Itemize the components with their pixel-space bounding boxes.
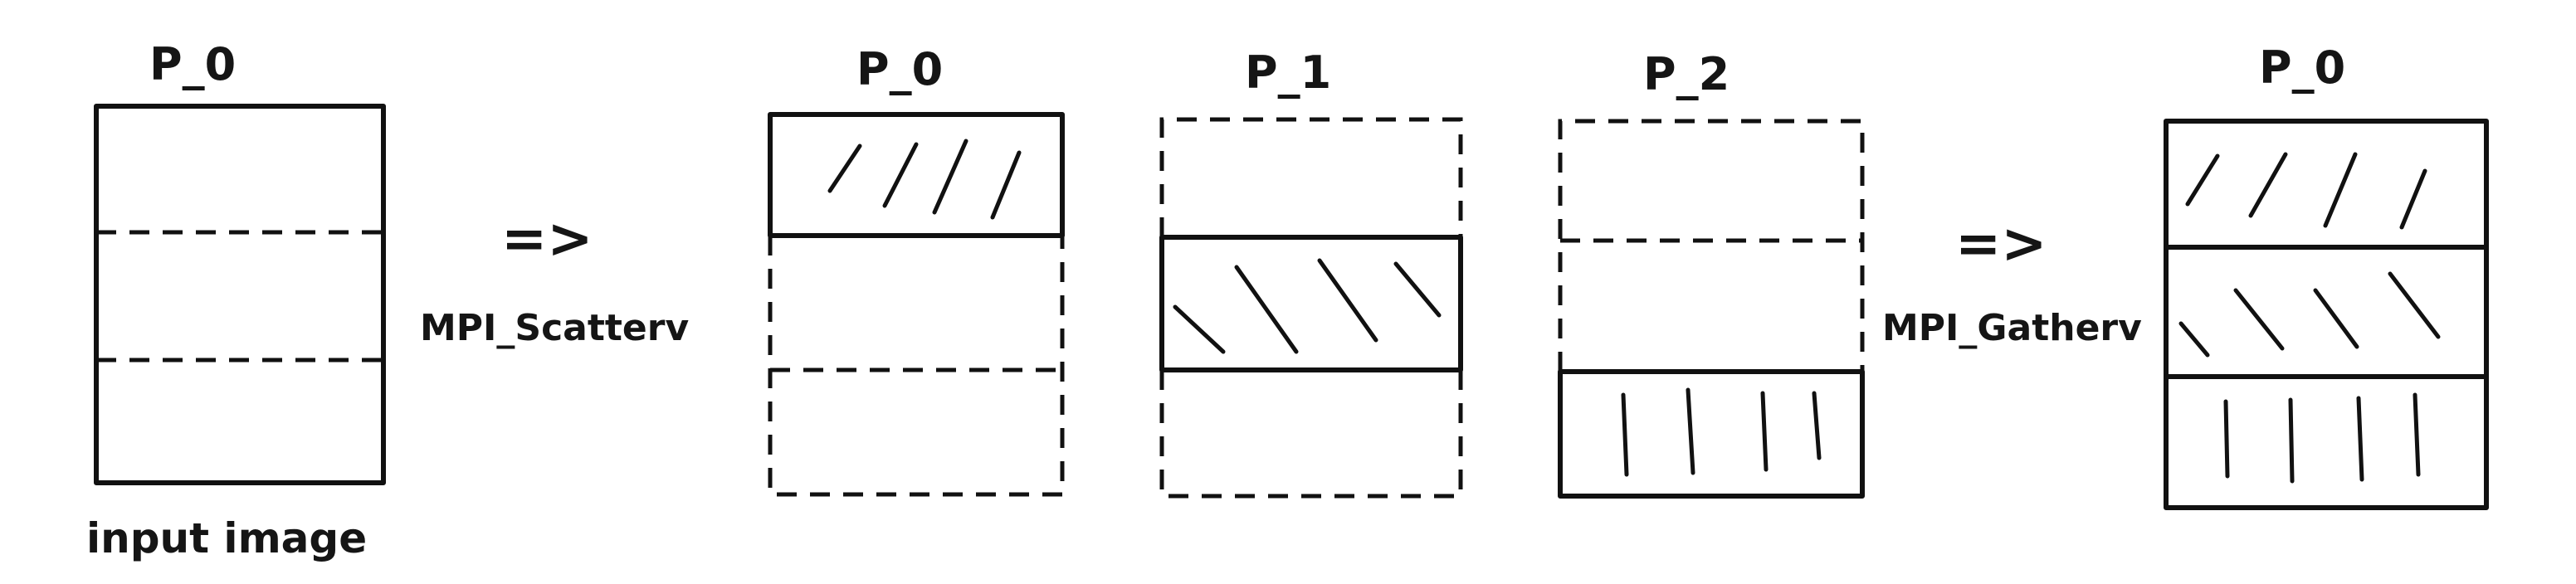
- p1-empty-top: [1159, 117, 1463, 237]
- p2-hatch-4: [1812, 391, 1822, 460]
- p2-owned-chunk: [1558, 369, 1865, 499]
- scatter-arrow: =>: [501, 207, 593, 270]
- scatter-process-p0: P_0: [768, 43, 1065, 497]
- scatter-p0-label: P_0: [856, 43, 943, 95]
- gather-operation-label: MPI_Gatherv: [1882, 307, 2142, 349]
- gathered-hatch-a2: [2248, 152, 2288, 218]
- scatter-p2-label: P_2: [1643, 48, 1730, 100]
- input-process-label: P_0: [149, 38, 236, 90]
- p1-hatch-4: [1393, 261, 1442, 318]
- scatter-operation: => MPI_Scatterv: [420, 207, 689, 349]
- gathered-hatch-c3: [2356, 396, 2364, 482]
- p2-hatch-1: [1621, 392, 1629, 477]
- p1-owned-chunk: [1159, 235, 1463, 372]
- input-image-caption: input image: [86, 514, 367, 562]
- p1-hatch-2: [1234, 265, 1299, 354]
- gathered-hatch-b2: [2233, 288, 2285, 351]
- scatter-process-p1: P_1: [1159, 46, 1463, 499]
- gathered-process-p0: P_0: [2164, 41, 2489, 510]
- p1-hatch-1: [1173, 304, 1226, 354]
- p2-empty-region: [1558, 119, 1865, 372]
- gathered-hatch-c2: [2288, 397, 2295, 484]
- input-image-outline: [94, 104, 386, 485]
- p0-hatch-2: [882, 142, 919, 208]
- gathered-hatch-b3: [2313, 288, 2359, 349]
- scatter-p1-label: P_1: [1245, 46, 1331, 99]
- scatter-operation-label: MPI_Scatterv: [420, 307, 689, 349]
- gathered-hatch-a4: [2399, 168, 2427, 230]
- gathered-hatch-c4: [2413, 392, 2421, 477]
- p0-hatch-1: [827, 144, 862, 193]
- gathered-hatch-a1: [2185, 153, 2220, 207]
- gather-operation: => MPI_Gatherv: [1882, 212, 2142, 349]
- gathered-p0-label: P_0: [2259, 41, 2345, 94]
- input-image-block: P_0 input image: [86, 38, 386, 562]
- gathered-hatch-b4: [2388, 271, 2441, 339]
- p0-owned-chunk: [768, 112, 1065, 238]
- p0-hatch-4: [990, 150, 1022, 220]
- p0-hatch-3: [932, 139, 968, 215]
- p1-hatch-3: [1317, 258, 1378, 343]
- gather-arrow: =>: [1955, 212, 2047, 275]
- gathered-hatch-c1: [2223, 399, 2230, 479]
- p1-empty-bottom: [1159, 370, 1463, 499]
- scatter-process-p2: P_2: [1558, 48, 1865, 499]
- p2-hatch-3: [1760, 391, 1769, 472]
- gathered-hatch-a3: [2323, 152, 2358, 228]
- gathered-hatch-b1: [2178, 321, 2210, 358]
- p0-empty-region: [768, 236, 1065, 497]
- p2-hatch-2: [1686, 387, 1695, 475]
- gathered-image-outline: [2164, 119, 2489, 510]
